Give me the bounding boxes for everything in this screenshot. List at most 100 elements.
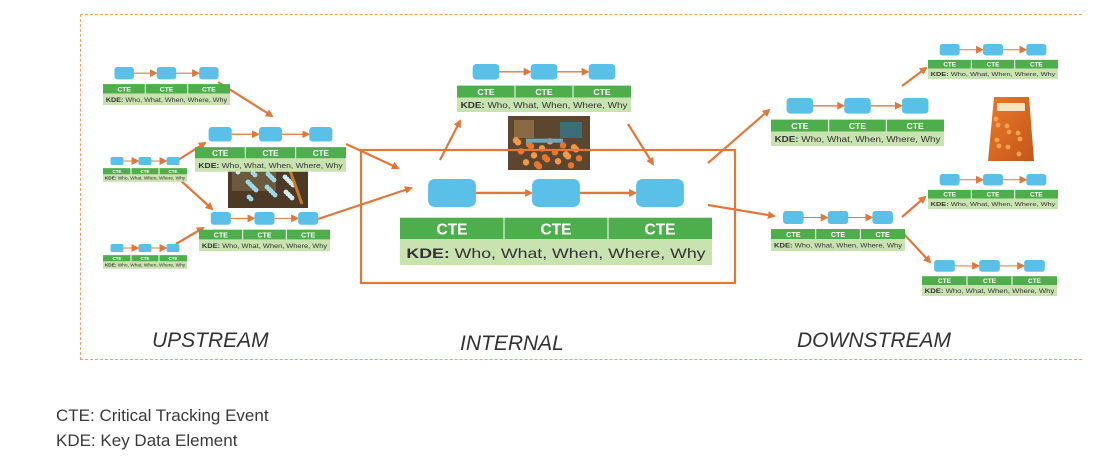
- produce-dot: [522, 159, 530, 166]
- produce-dot: [1015, 130, 1021, 136]
- arrow-down2-to-down2a: [901, 195, 927, 218]
- produce-dot: [245, 179, 251, 185]
- cte-label: CTE: [1030, 62, 1043, 69]
- produce-dot: [527, 143, 535, 150]
- cte-bar: [103, 168, 187, 175]
- cte-label: CTE: [117, 87, 131, 94]
- produce-dot: [1004, 123, 1010, 129]
- event-box: [983, 174, 1003, 186]
- event-box: [636, 179, 684, 207]
- kde-bar: [103, 261, 187, 269]
- event-box: [472, 64, 500, 80]
- event-box: [588, 64, 616, 80]
- kde-label: KDE: Who, What, When, Where, Why: [461, 101, 628, 110]
- cte-label: CTE: [943, 62, 956, 69]
- event-box: [166, 244, 180, 253]
- cte-label: CTE: [212, 149, 229, 158]
- produce-dot: [264, 184, 270, 190]
- cte-bar: [103, 84, 230, 94]
- kde-bar: [928, 68, 1058, 80]
- event-box: [309, 127, 333, 142]
- cte-label: CTE: [987, 192, 1000, 199]
- arrow-internal-to-down2: [707, 203, 776, 219]
- arrow-mid-to-internal: [627, 123, 655, 166]
- cte-label: CTE: [645, 221, 676, 238]
- cte-bar: [195, 147, 346, 159]
- cte-label: CTE: [113, 256, 122, 261]
- arrow-up3-to-up2: [177, 141, 207, 161]
- event-box: [934, 260, 955, 272]
- produce-dot: [1017, 136, 1023, 142]
- produce-dot: [567, 162, 575, 169]
- cte-label: CTE: [113, 169, 122, 174]
- arrow-down2-to-down2b: [901, 231, 932, 264]
- event-box: [156, 67, 177, 80]
- event-box: [298, 212, 319, 225]
- cte-label: CTE: [987, 62, 1000, 69]
- event-box: [532, 179, 580, 207]
- produce-dot: [996, 143, 1002, 149]
- section-label-upstream: UPSTREAM: [152, 329, 269, 352]
- event-box: [1026, 174, 1047, 186]
- kde-bar: [103, 93, 230, 105]
- legend-kde: KDE: Key Data Element: [56, 431, 238, 450]
- cte-label: CTE: [160, 87, 174, 94]
- produce-dot: [1005, 144, 1011, 150]
- produce-dot: [575, 155, 583, 162]
- arrow-up5-to-up4: [175, 226, 205, 245]
- cte-label: CTE: [257, 232, 271, 239]
- cte-label: CTE: [786, 230, 801, 239]
- crates-produce-photo: [508, 116, 590, 170]
- event-box: [208, 127, 232, 142]
- cte-label: CTE: [301, 232, 315, 239]
- produce-dot: [514, 139, 522, 146]
- produce-dot: [554, 158, 562, 165]
- produce-dot: [283, 189, 289, 195]
- event-box: [138, 244, 152, 253]
- arrow-down1-to-down1a: [901, 66, 928, 87]
- cte-label: CTE: [875, 230, 890, 239]
- event-box: [844, 98, 871, 114]
- cte-label: CTE: [202, 87, 216, 94]
- event-box: [110, 244, 124, 253]
- event-box: [1024, 260, 1045, 272]
- kde-bar: [922, 285, 1057, 296]
- kde-label: KDE: Who, What, When, Where, Why: [925, 289, 1055, 295]
- kde-bar: [195, 158, 346, 172]
- event-box: [786, 98, 814, 114]
- cte-label: CTE: [791, 121, 808, 131]
- event-box: [939, 174, 960, 186]
- photo-detail: [232, 168, 276, 191]
- cte-label: CTE: [943, 192, 956, 199]
- event-box: [783, 211, 804, 224]
- produce-bag-photo: [988, 97, 1034, 161]
- arrow-up3-to-up4: [177, 177, 214, 211]
- cte-label: CTE: [983, 278, 997, 285]
- produce-dot: [1006, 129, 1012, 135]
- event-box: [530, 64, 558, 80]
- kde-bar: [103, 174, 187, 182]
- produce-dot: [995, 122, 1001, 128]
- event-box: [983, 44, 1003, 56]
- photo-detail: [526, 138, 563, 143]
- cte-label: CTE: [849, 121, 866, 131]
- event-box: [939, 44, 960, 56]
- cte-label: CTE: [1028, 278, 1042, 285]
- cte-label: CTE: [169, 169, 178, 174]
- cte-label: CTE: [541, 221, 572, 238]
- photo-detail: [514, 120, 534, 138]
- kde-bar: [771, 239, 905, 251]
- internal-boundary: [359, 148, 737, 285]
- cte-label: CTE: [1030, 192, 1043, 199]
- cte-bar: [928, 189, 1058, 199]
- event-box: [258, 127, 283, 142]
- produce-dot: [994, 137, 1000, 143]
- cte-label: CTE: [313, 149, 330, 158]
- cte-label: CTE: [169, 256, 178, 261]
- kde-bar: [928, 198, 1058, 210]
- cte-bar: [199, 229, 330, 240]
